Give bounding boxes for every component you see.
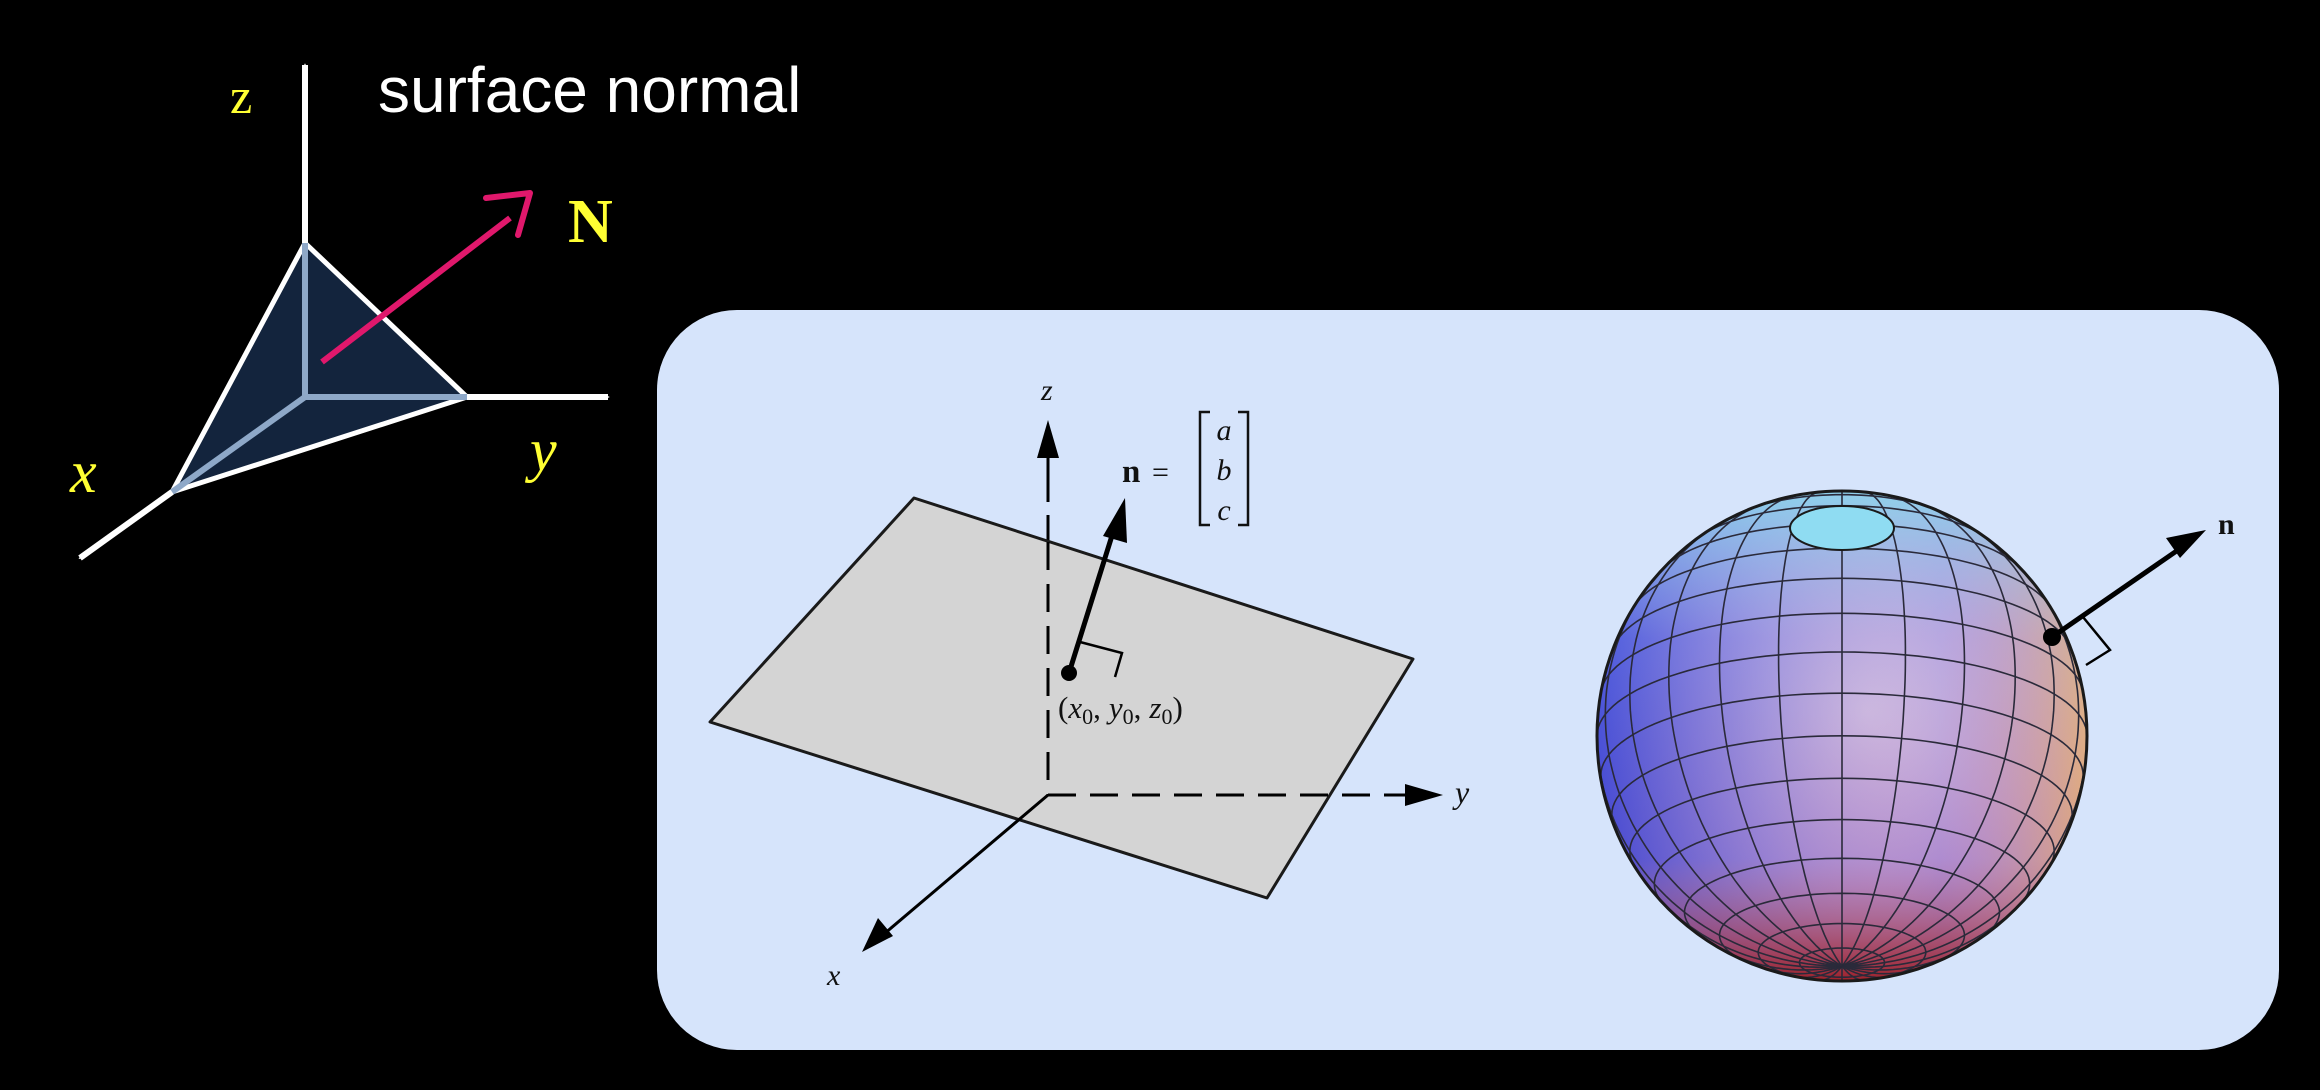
plane-x-axis: [883, 793, 1049, 936]
point-z: z: [1148, 690, 1161, 725]
left-bracket: [1198, 410, 1210, 527]
sphere-longitude-line: [1841, 528, 2056, 967]
vector-component-c: c: [1217, 494, 1230, 527]
sphere-longitude-line: [1667, 504, 1843, 967]
plane-figure: z y x n = a b c (x0,y0,z0): [708, 374, 1470, 992]
point-label: (x0,y0,z0): [1058, 690, 1183, 729]
triad-x-inner-axis: [170, 394, 307, 495]
plane-z-arrowhead: [1037, 420, 1059, 458]
sphere-surface-point: [2043, 628, 2061, 646]
point-on-plane: [1061, 665, 1077, 681]
point-paren-open: (: [1058, 690, 1068, 725]
triad-x-label: x: [69, 439, 97, 505]
triad-diagram: z x y N: [69, 63, 613, 561]
sphere-longitude-line: [1628, 528, 1843, 967]
sphere-outline: [1595, 489, 2089, 983]
normal-label: N: [568, 188, 613, 256]
sphere-longitude-line: [1718, 495, 1843, 967]
plane-y-arrowhead: [1405, 784, 1443, 806]
point-sep-2: ,: [1134, 690, 1142, 725]
point-x: x: [1067, 690, 1082, 725]
vector-component-b: b: [1217, 454, 1232, 487]
sphere-normal-arrowhead: [2166, 530, 2206, 558]
sphere-longitude-line: [1604, 588, 1843, 967]
plane-x-arrowhead: [862, 918, 893, 952]
vector-component-a: a: [1217, 414, 1232, 447]
point-sep-1: ,: [1093, 690, 1101, 725]
tilted-plane: [708, 496, 1415, 900]
plane-n-label: n: [1122, 454, 1140, 490]
point-z-sub: 0: [1161, 704, 1172, 729]
plane-y-label: y: [1452, 774, 1470, 810]
sphere-right-angle-mark: [2082, 616, 2112, 667]
sphere-figure: n: [1595, 489, 2235, 983]
plane-x-label: x: [826, 959, 841, 992]
point-y-sub: 0: [1123, 704, 1134, 729]
normal-arrow-shaft: [320, 215, 512, 365]
point-paren-close: ): [1172, 690, 1182, 725]
sphere-longitude-line: [1841, 495, 1966, 967]
plane-z-label: z: [1040, 374, 1053, 407]
normal-vector-shaft: [1066, 525, 1118, 674]
normal-arrowhead: [483, 190, 533, 238]
point-x-sub: 0: [1082, 704, 1093, 729]
triad-y-label: y: [524, 417, 557, 483]
slide-heading: surface normal: [378, 54, 801, 126]
sphere-normal-shaft: [2050, 547, 2180, 640]
sphere-latitude-line: [1597, 651, 2087, 737]
plane-equals: =: [1152, 456, 1169, 489]
triangle-surface: [169, 240, 470, 495]
sphere-pole-cap: [1789, 505, 1895, 551]
right-angle-mark: [1079, 640, 1124, 678]
sphere-n-label: n: [2218, 508, 2235, 541]
normal-vector-arrowhead: [1103, 498, 1127, 543]
triad-x-axis: [78, 489, 174, 561]
sphere-longitude-line: [1841, 588, 2080, 967]
point-y: y: [1106, 690, 1123, 725]
sphere-longitude-line: [1841, 504, 2017, 967]
right-bracket: [1238, 410, 1250, 527]
triad-z-label: z: [230, 68, 252, 124]
